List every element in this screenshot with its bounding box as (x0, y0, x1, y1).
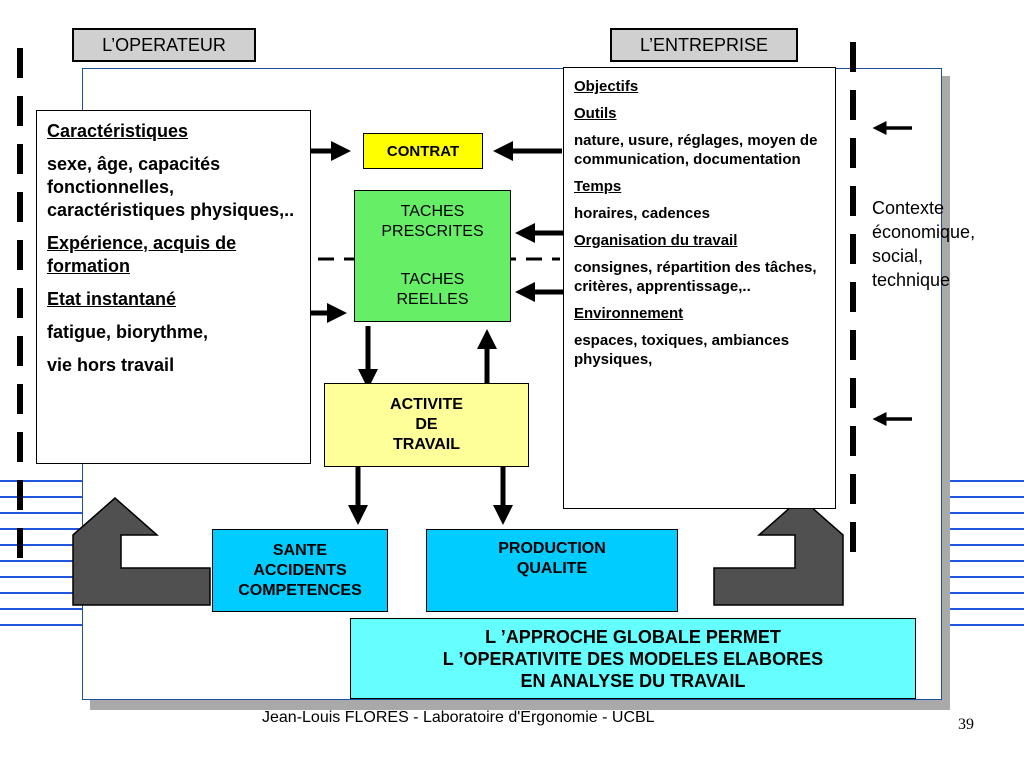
environnement-text: espaces, toxiques, ambiances physiques, (574, 332, 790, 368)
approche-line2: L ’OPERATIVITE DES MODELES ELABORES (442, 648, 824, 669)
organisation-title: Organisation du travail (574, 232, 738, 249)
production-box: PRODUCTION QUALITE (426, 529, 678, 612)
approche-line1: L ’APPROCHE GLOBALE PERMET (485, 626, 781, 647)
activite-travail-box: ACTIVITE DE TRAVAIL (324, 383, 529, 467)
approche-globale-box: L ’APPROCHE GLOBALE PERMET L ’OPERATIVIT… (350, 618, 916, 699)
contexte-line2: économique, (872, 222, 976, 242)
left-stripes (0, 480, 84, 640)
outils-text: nature, usure, réglages, moyen de commun… (574, 132, 818, 168)
footer-credit: Jean-Louis FLORES - Laboratoire d'Ergono… (262, 709, 655, 726)
environnement-title: Environnement (574, 305, 684, 322)
sante-line1: SANTE (272, 541, 328, 559)
activite-line2: DE (415, 416, 438, 433)
entreprise-box: Objectifs Outils nature, usure, réglages… (563, 67, 836, 509)
operateur-characteristics-box: Caractéristiques sexe, âge, capacités fo… (36, 110, 311, 464)
etat-text-2: vie hors travail (47, 355, 175, 375)
etat-title: Etat instantané (47, 289, 177, 309)
operator-boundary-dashes (17, 48, 23, 568)
entreprise-tag-label: L’ENTREPRISE (639, 34, 769, 55)
sante-line2: ACCIDENTS (253, 561, 347, 579)
taches-reelles: TACHES REELLES (355, 267, 510, 313)
organisation-text: consignes, répartition des tâches, critè… (574, 259, 817, 295)
operateur-tag: L’OPERATEUR (72, 28, 256, 62)
temps-text: horaires, cadences (574, 205, 710, 222)
contrat-label: CONTRAT (386, 142, 460, 160)
approche-line3: EN ANALYSE DU TRAVAIL (520, 670, 746, 691)
taches-box: TACHES PRESCRITES TACHES REELLES (354, 190, 511, 322)
feedback-arrow-right (713, 497, 844, 606)
caracteristiques-text: sexe, âge, capacités fonctionnelles, car… (47, 154, 295, 220)
contexte-line1: Contexte (872, 198, 945, 218)
objectifs-title: Objectifs (574, 78, 639, 95)
page-number: 39 (958, 716, 974, 733)
sante-box: SANTE ACCIDENTS COMPETENCES (212, 529, 388, 612)
taches-prescrites-line2: PRESCRITES (381, 223, 484, 240)
experience-title: Expérience, acquis de formation (47, 233, 237, 276)
feedback-arrow-left (72, 497, 211, 606)
entreprise-tag: L’ENTREPRISE (610, 28, 798, 62)
outils-title: Outils (574, 105, 617, 122)
right-stripes (946, 480, 1024, 640)
enterprise-boundary-dashes (850, 42, 856, 554)
operateur-tag-label: L’OPERATEUR (102, 34, 226, 55)
etat-text-1: fatigue, biorythme, (47, 322, 209, 342)
contexte-label: Contexte économique, social, technique (872, 196, 1012, 292)
activite-line3: TRAVAIL (393, 436, 460, 453)
temps-title: Temps (574, 178, 622, 195)
taches-prescrites: TACHES PRESCRITES (355, 199, 510, 245)
taches-reelles-line1: TACHES (400, 271, 465, 288)
contrat-box: CONTRAT (363, 133, 483, 169)
caracteristiques-title: Caractéristiques (47, 121, 189, 141)
sante-line3: COMPETENCES (238, 581, 362, 599)
activite-line1: ACTIVITE (390, 396, 463, 413)
contexte-line4: technique (872, 270, 951, 290)
taches-prescrites-line1: TACHES (400, 203, 465, 220)
taches-reelles-line2: REELLES (396, 291, 469, 308)
contexte-line3: social, (872, 246, 924, 266)
production-line1: PRODUCTION (498, 540, 606, 557)
production-line2: QUALITE (516, 560, 588, 577)
